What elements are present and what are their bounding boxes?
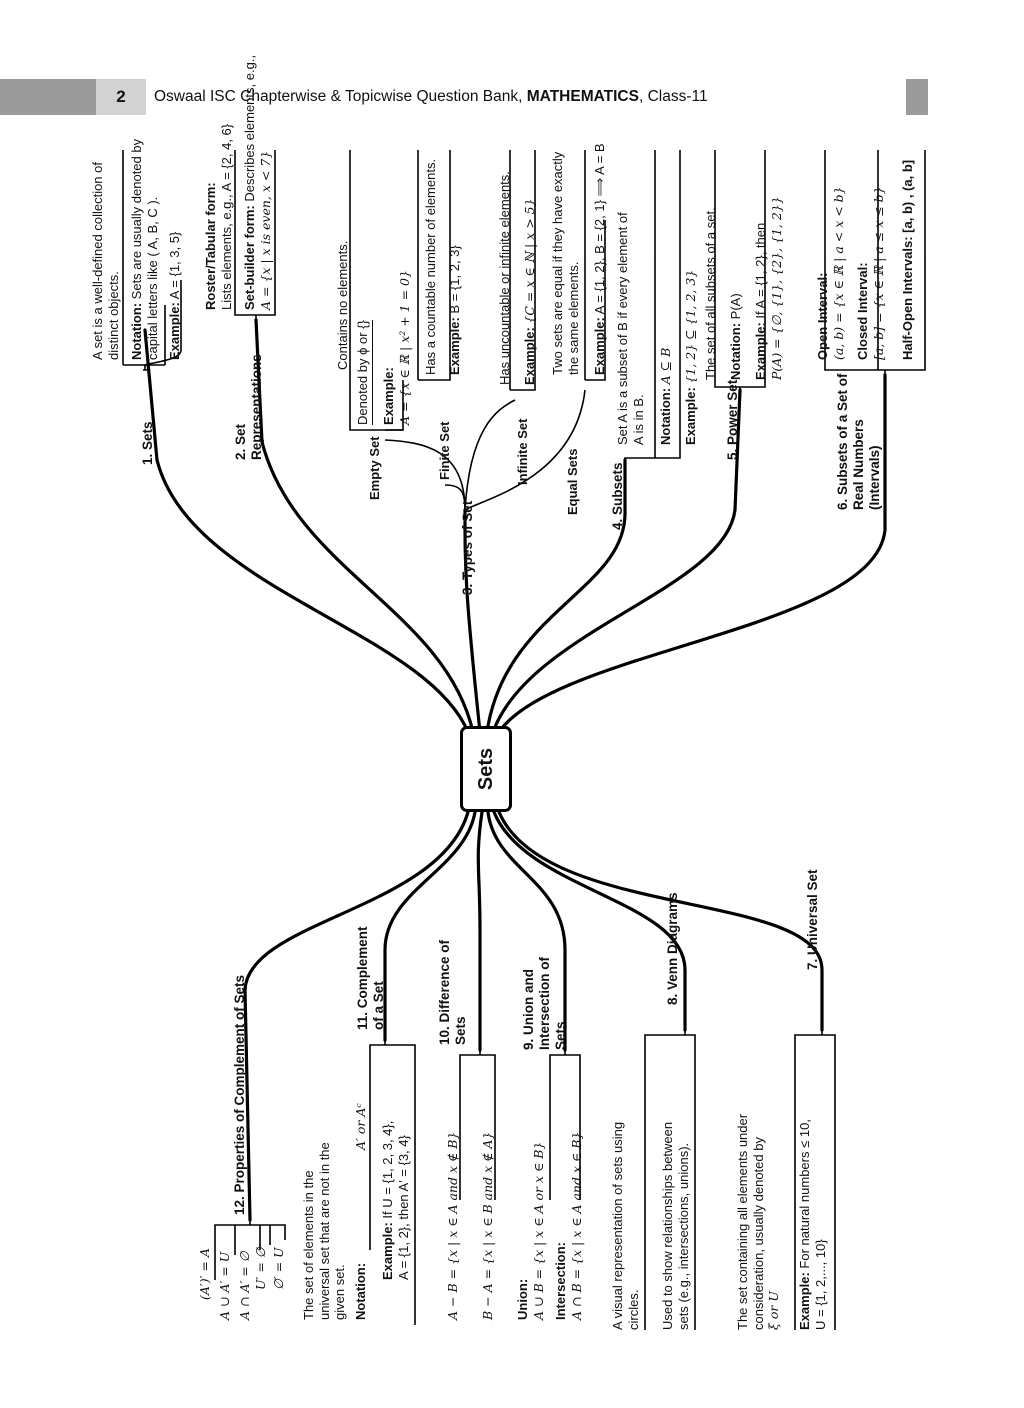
connector-b12	[243, 810, 470, 1222]
b2-roster: Roster/Tabular form:Lists elements, e.g.…	[203, 123, 234, 310]
connector-b5	[491, 388, 742, 734]
page-number: 2	[96, 79, 146, 115]
title-suffix: , Class-11	[638, 88, 708, 105]
b4-notation: Notation: A ⊆ B	[658, 347, 673, 445]
empty-set-example: Example:A = {x ∈ ℝ | x² + 1 = 0}	[381, 270, 412, 425]
header-left-bar	[0, 79, 96, 115]
b12-prop-2: A ∪ A′ = U	[217, 1251, 232, 1320]
b11-notation: A′ or Aᶜ	[353, 1103, 368, 1150]
branch-8-label: 8. Venn Diagrams	[665, 892, 680, 1005]
equal-sets-label: Equal Sets	[565, 448, 580, 515]
finite-set-example: Example: B = {1, 2, 3}	[447, 245, 462, 375]
infinite-set-desc: Has uncountable or infinite elements.	[497, 171, 512, 385]
b6-half-open-interval: Half-Open Intervals: [a, b) , (a, b]	[900, 159, 915, 360]
empty-set-label: Empty Set	[367, 436, 382, 500]
connector-b11	[383, 810, 477, 1042]
b12-prop-1: (A′)′ = A	[197, 1248, 212, 1300]
infinite-set-example: Example: {C = x ∈ ℕ | x > 5}	[522, 198, 537, 385]
b6-closed-interval: Closed Interval:[a, b] = {x ∈ ℝ | a ≤ x …	[855, 186, 886, 360]
b6-open-interval: Open Interval:(a, b) = {x ∈ ℝ | a < x < …	[815, 186, 846, 360]
header-right-bar	[906, 79, 928, 115]
infinite-set-label: Infinite Set	[515, 418, 530, 485]
b9-union: Union:A ∪ B = {x | x ∈ A or x ∈ B}	[515, 1141, 546, 1320]
connector-b3	[463, 508, 482, 734]
connector-b7	[497, 810, 824, 1032]
connector-b2	[254, 318, 475, 734]
b12-prop-3: A ∩ A′ = ∅	[237, 1251, 252, 1320]
branch-5-label: 5. Power Set	[725, 379, 740, 460]
connector-b1	[143, 328, 470, 734]
b12-prop-4: U′ = ∅	[253, 1247, 268, 1290]
root-node-sets: Sets	[460, 726, 512, 812]
title-subject: MATHEMATICS	[526, 88, 639, 105]
b10-difference-1: A − B = {x | x ∈ A and x ∉ B}	[445, 1131, 460, 1320]
branch-1-label: 1. Sets	[140, 421, 155, 465]
b4-example: Example: {1, 2} ⊆ {1, 2, 3}	[683, 269, 698, 445]
empty-set-desc: Contains no elements.	[335, 240, 350, 370]
b1-example: Example: A = {1, 3, 5}	[167, 231, 182, 360]
page-header: 2 Oswaal ISC Chapterwise & Topicwise Que…	[0, 79, 1024, 115]
connector-b8	[492, 810, 687, 1032]
branch-12-label: 12. Properties of Complement of Sets	[232, 974, 247, 1215]
connector-b6	[497, 373, 887, 734]
branch-3-label: 3. Types of Set	[460, 500, 475, 595]
empty-set-notation: Denoted by ϕ or {}	[355, 320, 373, 425]
b11-example: Example: If U = {1, 2, 3, 4},A = {1, 2},…	[380, 1120, 411, 1280]
b9-intersection: Intersection:A ∩ B = {x | x ∈ A and x ∈ …	[553, 1131, 584, 1320]
b4-definition: Set A is a subset of B if every element …	[615, 212, 646, 445]
b10-difference-2: B − A = {x | x ∈ B and x ∉ A}	[480, 1131, 495, 1320]
finite-set-desc: Has a countable number of elements.	[423, 158, 438, 375]
b12-prop-5: ∅′ = U	[271, 1247, 286, 1290]
equal-sets-example: Example: A = {1, 2}, B = {2, 1} ⟹ A = B	[592, 143, 607, 375]
title-prefix: Oswaal ISC Chapterwise & Topicwise Quest…	[154, 88, 523, 105]
finite-set-label: Finite Set	[437, 421, 452, 480]
connector-b9	[486, 810, 567, 1052]
connector-b10	[476, 810, 484, 1052]
b11-notation-label: Notation:	[353, 1262, 368, 1320]
b5-notation: Notation: P(A)	[728, 293, 743, 380]
branch-7-label: 7. Universal Set	[805, 869, 820, 970]
b5-definition: The set of all subsets of a set.	[703, 207, 718, 380]
branch-4-label: 4. Subsets	[610, 462, 625, 530]
mind-map-connectors	[122, 150, 926, 1330]
connector-b4	[485, 458, 627, 734]
b2-set-builder: Set-builder form: Describes elements, e.…	[242, 54, 273, 310]
mind-map: Sets 1. Sets A set is a well-defined col…	[85, 55, 945, 1390]
running-title: Oswaal ISC Chapterwise & Topicwise Quest…	[154, 79, 708, 115]
b7-example: Example: For natural numbers ≤ 10,U = {1…	[797, 1119, 828, 1330]
